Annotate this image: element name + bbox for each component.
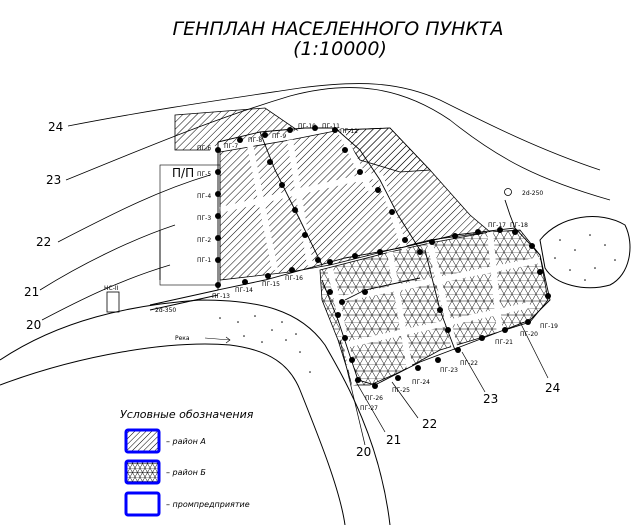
hydrant-label: ПГ-21 bbox=[495, 339, 513, 346]
contour-21 bbox=[39, 224, 176, 291]
bank-dots bbox=[219, 315, 311, 373]
contour-lines bbox=[39, 83, 611, 321]
hydrant-label: ПГ-9 bbox=[272, 133, 286, 140]
river-label: Река bbox=[175, 335, 190, 342]
hydrant-label: ПГ-17 bbox=[488, 222, 506, 229]
contour-numbers-left: 24 23 22 21 20 bbox=[24, 120, 63, 332]
legend-label-industrial: – промпредприятие bbox=[166, 500, 250, 509]
contour-20 bbox=[41, 264, 171, 321]
hydrant-labels: ПГ-1 ПГ-2 ПГ-3 ПГ-4 ПГ-5 ПГ-6 ПГ-7 ПГ-8 … bbox=[197, 123, 558, 412]
hydrant-label: ПГ-22 bbox=[460, 360, 478, 367]
legend-swatch-b bbox=[124, 459, 161, 485]
contour-number: 24 bbox=[545, 381, 560, 395]
pip-label: П/П bbox=[172, 166, 194, 180]
industrial-zone bbox=[159, 164, 221, 286]
hydrant-label: ПГ-8 bbox=[248, 137, 262, 144]
hydrant-label: ПГ-27 bbox=[360, 405, 378, 412]
contour-number: 20 bbox=[356, 445, 371, 459]
legend-swatch-a bbox=[124, 428, 161, 454]
hydrant-label: ПГ-20 bbox=[520, 331, 538, 338]
map-title: ГЕНПЛАН НАСЕЛЕННОГО ПУНКТА bbox=[173, 18, 504, 40]
hydrant-label: ПГ-2 bbox=[197, 237, 211, 244]
map-scale: (1:10000) bbox=[293, 38, 387, 60]
pipe-label-2: 2d-250 bbox=[522, 190, 543, 197]
contour-number: 21 bbox=[386, 433, 401, 447]
contour-leaders-bottom bbox=[339, 321, 549, 446]
contour-number: 21 bbox=[24, 285, 39, 299]
contour-number: 23 bbox=[46, 173, 61, 187]
contour-24 bbox=[67, 83, 601, 171]
legend-title: Условные обозначения bbox=[120, 408, 254, 421]
hydrant-label: ПГ-10 bbox=[298, 123, 316, 130]
hydrant-label: ПГ-6 bbox=[197, 145, 211, 152]
contour-numbers-bottom: 20 21 22 23 24 bbox=[356, 381, 560, 459]
hydrant-label: ПГ-23 bbox=[440, 367, 458, 374]
hydrant-label: ПГ-16 bbox=[285, 275, 303, 282]
hydrant-label: ПГ-24 bbox=[412, 379, 430, 386]
pump-station-label: НС-II bbox=[104, 285, 119, 292]
hydrant-label: ПГ-14 bbox=[235, 287, 253, 294]
hydrant-label: ПГ-5 bbox=[197, 171, 211, 178]
hydrant-label: ПГ-11 bbox=[322, 123, 340, 130]
pump-station bbox=[106, 291, 120, 313]
contour-number: 23 bbox=[483, 392, 498, 406]
legend: Условные обозначения – район А – район Б… bbox=[120, 408, 254, 517]
contour-22 bbox=[57, 174, 211, 243]
river bbox=[0, 299, 391, 525]
hydrant-label: ПГ-25 bbox=[392, 387, 410, 394]
hydrant-label: ПГ-13 bbox=[212, 293, 230, 300]
hydrant-label: ПГ-3 bbox=[197, 215, 211, 222]
streets bbox=[209, 115, 541, 386]
forest-dots bbox=[554, 234, 616, 281]
contour-number: 24 bbox=[48, 120, 63, 134]
contour-number: 22 bbox=[36, 235, 51, 249]
hydrant-label: ПГ-1 bbox=[197, 257, 211, 264]
hydrant-label: ПГ-4 bbox=[197, 193, 211, 200]
hydrant-label: ПГ-19 bbox=[540, 323, 558, 330]
forest-area bbox=[539, 216, 631, 289]
contour-number: 22 bbox=[422, 417, 437, 431]
hydrant-label: ПГ-15 bbox=[262, 281, 280, 288]
legend-swatch-industrial bbox=[124, 491, 161, 517]
legend-label-a: – район А bbox=[166, 437, 206, 446]
tower-icon bbox=[504, 188, 512, 196]
pipe-label-1: 2d-350 bbox=[155, 307, 176, 314]
hydrant-label: ПГ-26 bbox=[365, 395, 383, 402]
contour-number: 20 bbox=[26, 318, 41, 332]
hydrant-label: ПГ-18 bbox=[510, 222, 528, 229]
hydrant-label: ПГ-12 bbox=[340, 128, 358, 135]
flow-arrow-icon bbox=[204, 336, 231, 344]
legend-label-b: – район Б bbox=[166, 468, 206, 477]
hydrant-label: ПГ-7 bbox=[224, 143, 238, 150]
hydrant-markers bbox=[215, 125, 551, 389]
